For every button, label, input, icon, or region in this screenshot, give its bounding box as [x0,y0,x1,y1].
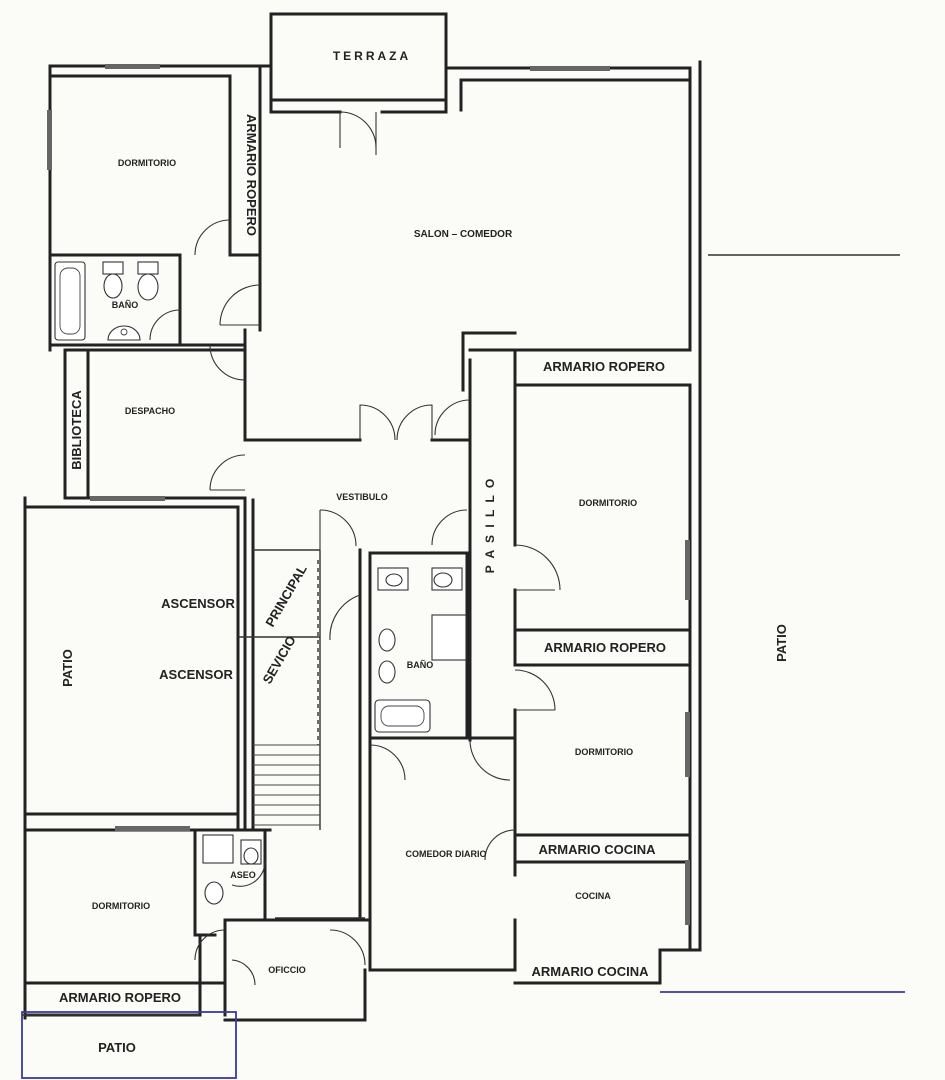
room-label-terraza: TERRAZA [333,49,411,63]
patio-south-outline [21,1011,237,1079]
bathtub-icon [374,699,431,733]
room-label-bano-nw: BAÑO [112,300,139,310]
terraza-walls [269,12,448,102]
room-label-dormitorio-e2: DORMITORIO [575,747,633,757]
room-label-armario-cocina-2: ARMARIO COCINA [532,964,650,979]
room-label-principal: PRINCIPAL [262,562,310,629]
room-label-patio-west: PATIO [60,649,75,687]
toilet-icon [137,261,159,275]
room-label-patio-south: PATIO [98,1040,136,1055]
shower-icon [202,834,234,864]
room-label-biblioteca: BIBLIOTECA [69,390,84,470]
room-label-oficcio: OFICCIO [268,965,306,975]
walls [21,12,900,1079]
sink-icon [204,881,224,905]
room-label-pasillo: P A S I L L O [483,477,497,573]
washing-fixture-icon [431,614,467,661]
sink-icon [378,660,396,684]
room-label-bano-center: BAÑO [407,660,434,670]
room-label-armario-ropero-sw: ARMARIO ROPERO [59,990,181,1005]
room-label-armario-ropero-vertical: ARMARIO ROPERO [244,114,259,236]
room-label-dormitorio-e1: DORMITORIO [579,498,637,508]
doors [149,111,561,986]
sink-icon [378,628,396,652]
stairs [253,560,320,826]
room-label-armario-cocina-1: ARMARIO COCINA [539,842,657,857]
bathtub-icon [54,261,86,341]
windows [47,64,690,925]
room-label-servicio: SEVICIO [259,633,298,686]
room-label-vestibulo: VESTIBULO [336,492,388,502]
bidet-icon [102,261,124,275]
room-label-dormitorio-nw: DORMITORIO [118,158,176,168]
sink-icon [107,325,141,341]
room-label-armario-ropero-e2: ARMARIO ROPERO [544,640,666,655]
room-label-ascensor-1: ASCENSOR [161,596,235,611]
room-label-despacho: DESPACHO [125,406,175,416]
room-label-cocina: COCINA [575,891,611,901]
fixtures [54,261,467,905]
room-label-dormitorio-sw: DORMITORIO [92,901,150,911]
room-label-comedor-diario: COMEDOR DIARIO [406,849,487,859]
room-label-patio-east: PATIO [774,624,789,662]
room-label-armario-ropero-e1: ARMARIO ROPERO [543,359,665,374]
room-label-salon-comedor: SALON – COMEDOR [414,229,513,240]
room-label-aseo: ASEO [230,870,256,880]
patio-west-walls [23,505,240,816]
room-label-ascensor-2: ASCENSOR [159,667,233,682]
